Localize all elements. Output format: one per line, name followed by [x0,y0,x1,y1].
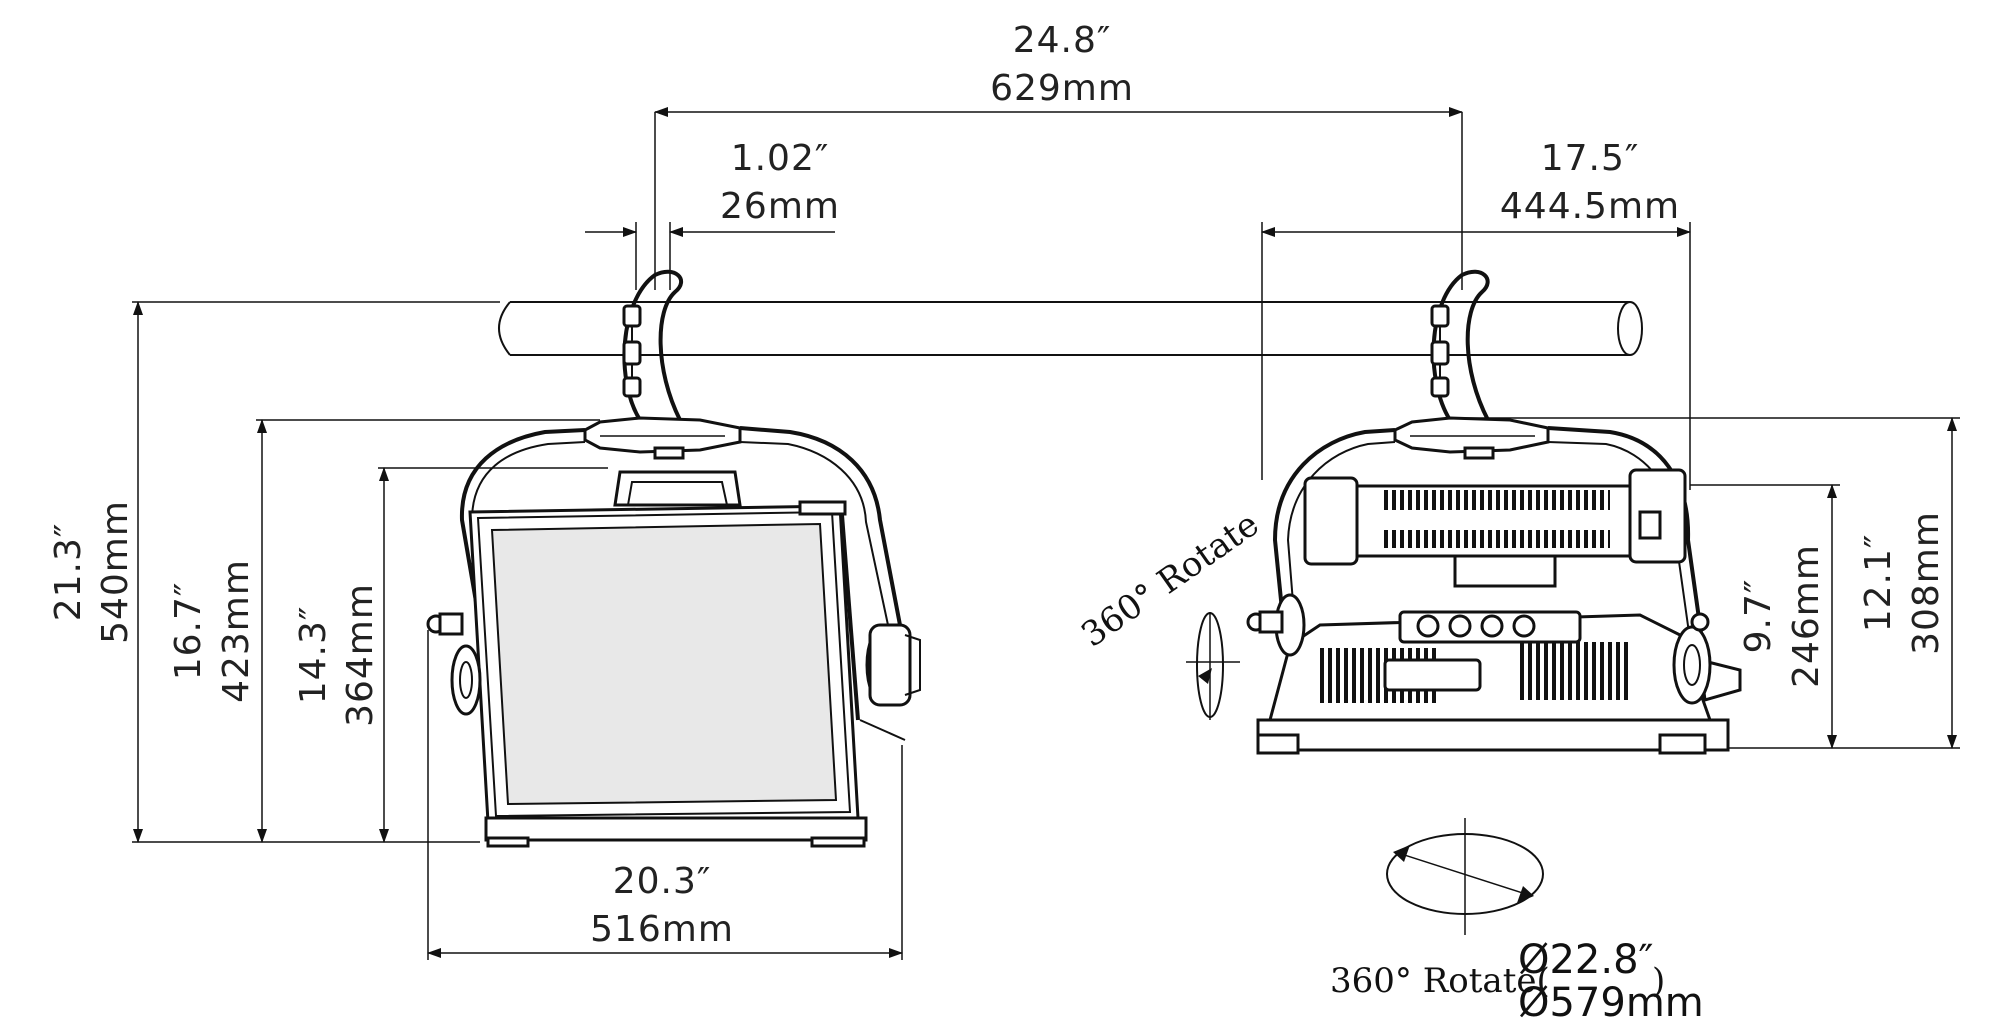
overall-width-mm: 629mm [990,68,1134,109]
side-ballast [1303,468,1687,588]
side-yoke-arm [1272,426,1704,641]
panel-height-mm: 364mm [340,583,381,727]
dimension-total-height: 21.3″ 540mm [48,301,500,843]
front-width-in: 20.3″ [613,861,712,902]
front-panel [468,500,868,848]
dimension-front-width: 20.3″ 516mm [427,630,903,960]
yoke-height-in: 16.7″ [168,582,209,681]
front-view-fixture [426,269,921,848]
side-width-mm: 444.5mm [1500,186,1680,227]
dimension-yoke-height: 16.7″ 423mm [168,419,600,843]
clamp-offset-mm: 26mm [720,186,840,227]
front-yoke-arm [459,426,902,626]
front-carry-handle [613,470,742,507]
panel-height-in: 14.3″ [293,606,334,705]
side-body-height-in: 9.7″ [1738,579,1779,654]
side-width-in: 17.5″ [1541,138,1640,179]
dimension-side-width: 17.5″ 444.5mm [1261,138,1691,490]
side-yoke-height-in: 12.1″ [1858,534,1899,633]
dimension-overall-width: 24.8″ 629mm [654,20,1463,290]
pan-diameter-in: Ø22.8″ [1518,937,1654,983]
clamp-offset-in: 1.02″ [731,138,830,179]
total-height-in: 21.3″ [48,523,89,622]
dimension-clamp-offset: 1.02″ 26mm [585,138,840,290]
pan-rotate-close: ) [1652,961,1665,1001]
tilt-rotate-annotation: 360° Rotate [1074,504,1266,720]
side-yoke-height-mm: 308mm [1906,511,1947,655]
front-width-mm: 516mm [590,909,734,950]
tilt-rotate-label: 360° Rotate [1074,504,1266,655]
side-clamp [1430,269,1490,422]
total-height-mm: 540mm [95,500,136,644]
pan-rotate-annotation: 360° Rotate( Ø22.8″ Ø579mm ) [1330,818,1704,1026]
side-side-knobs [1246,593,1712,705]
side-body [1256,610,1742,755]
dimension-side-yoke-height: 12.1″ 308mm [1450,417,1960,749]
front-side-knobs [426,612,921,741]
overall-width-in: 24.8″ [1013,20,1112,61]
pan-rotate-label: 360° Rotate( [1330,961,1550,1001]
pan-diameter-mm: Ø579mm [1518,980,1704,1026]
side-body-height-mm: 246mm [1786,544,1827,688]
side-view-fixture [1246,269,1742,755]
front-yoke-hub [583,416,742,460]
side-yoke-hub [1393,416,1550,460]
yoke-height-mm: 423mm [216,559,257,703]
front-clamp [622,269,684,422]
dimension-side-body-height: 9.7″ 246mm [1640,484,1840,749]
